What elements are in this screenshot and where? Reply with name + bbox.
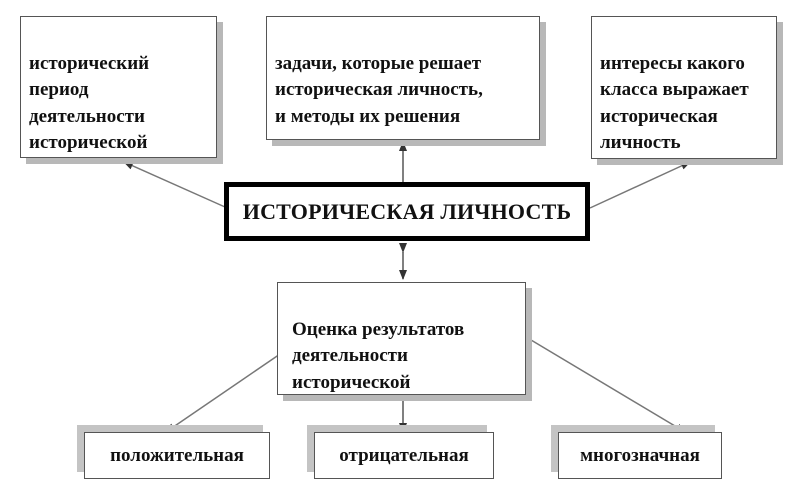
historical-personality-label: ИСТОРИЧЕСКАЯ ЛИЧНОСТЬ <box>242 198 572 224</box>
arrow-to-positive <box>165 351 284 433</box>
evaluation-text: Оценка результатов деятельности историче… <box>292 319 465 393</box>
tasks-box: задачи, которые решает историческая личн… <box>266 16 540 140</box>
negative-box: отрицательная <box>314 432 494 479</box>
positive-box: положительная <box>84 432 270 479</box>
ambiguous-box: многозначная <box>558 432 722 479</box>
arrow-to-class-interests <box>589 161 691 209</box>
period-box: исторический период деятельности историч… <box>20 16 217 158</box>
historical-personality-box: ИСТОРИЧЕСКАЯ ЛИЧНОСТЬ <box>224 182 590 241</box>
ambiguous-label: многозначная <box>580 444 700 466</box>
class-interests-text: интересы какого класса выражает историче… <box>600 53 749 153</box>
tasks-text: задачи, которые решает историческая личн… <box>275 53 483 127</box>
negative-label: отрицательная <box>339 444 469 466</box>
positive-label: положительная <box>110 444 244 466</box>
period-text: исторический период деятельности историч… <box>29 53 150 153</box>
class-interests-box: интересы какого класса выражает историче… <box>591 16 777 159</box>
arrow-to-ambiguous <box>525 336 686 433</box>
evaluation-box: Оценка результатов деятельности историче… <box>277 282 526 395</box>
arrow-to-period <box>123 161 226 208</box>
